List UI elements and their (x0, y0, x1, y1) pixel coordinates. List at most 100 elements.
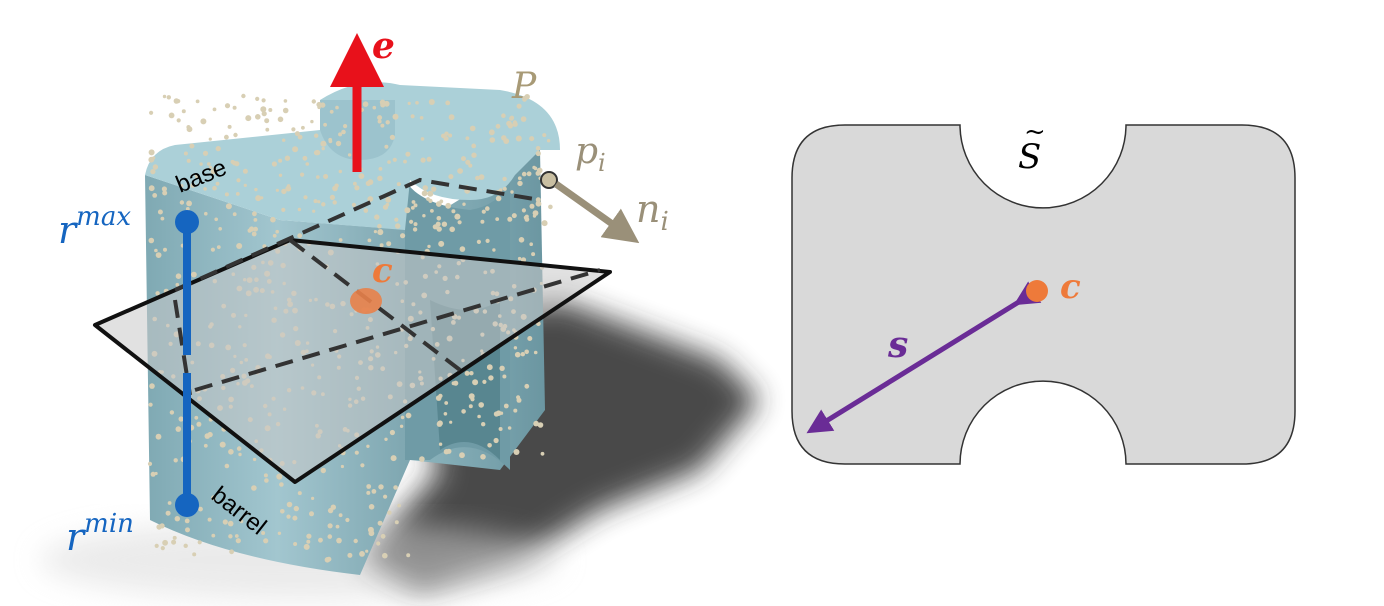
surface-point (152, 164, 159, 170)
surface-point (385, 202, 390, 207)
surface-point (314, 149, 321, 156)
surface-point (321, 146, 325, 151)
S-tilde-label: S (1018, 137, 1041, 177)
surface-point (469, 125, 476, 132)
surface-point (335, 524, 340, 529)
surface-point (516, 395, 521, 400)
surface-point (148, 237, 155, 244)
surface-point (513, 449, 520, 455)
surface-point (477, 414, 481, 419)
surface-point (453, 380, 459, 386)
surface-point (157, 209, 163, 215)
surface-point (149, 383, 155, 389)
surface-point (178, 416, 184, 422)
surface-point (444, 401, 449, 405)
surface-point (427, 244, 431, 249)
surface-point (445, 202, 452, 209)
surface-point (154, 248, 158, 253)
surface-point (366, 490, 371, 495)
r-max-point (175, 210, 199, 234)
surface-point (419, 116, 424, 120)
surface-point (277, 116, 284, 123)
center-label-3d: c (372, 251, 393, 291)
surface-point (248, 226, 255, 232)
surface-point (512, 120, 518, 125)
surface-point (517, 176, 522, 181)
surface-point (294, 131, 300, 137)
surface-point (222, 519, 228, 525)
surface-point (389, 429, 395, 436)
surface-point (179, 200, 185, 205)
surface-point (493, 411, 499, 417)
surface-point (152, 193, 158, 198)
surface-point (275, 229, 280, 234)
surface-point (488, 129, 495, 136)
surface-point (310, 119, 314, 124)
surface-point (480, 219, 485, 224)
surface-point (386, 241, 392, 247)
surface-point (449, 226, 456, 233)
surface-point (471, 143, 477, 149)
surface-point (441, 221, 448, 227)
center-point-3d (350, 288, 382, 314)
surface-point (154, 543, 159, 549)
surface-point (278, 173, 283, 177)
surface-point (270, 216, 276, 223)
surface-point (509, 116, 514, 121)
surface-point (503, 403, 509, 409)
p-i-sub: i (598, 149, 606, 177)
surface-point (377, 119, 382, 124)
surface-point (345, 517, 350, 523)
surface-point (421, 190, 428, 197)
surface-point (306, 533, 312, 539)
surface-point (485, 206, 490, 211)
surface-point (236, 243, 243, 249)
surface-point (529, 136, 535, 142)
surface-point (338, 513, 343, 518)
surface-point (208, 137, 212, 141)
surface-point (478, 402, 485, 408)
surface-point (532, 210, 539, 217)
surface-point (436, 216, 442, 221)
surface-point (353, 538, 358, 544)
surface-point (468, 393, 475, 400)
surface-point (227, 124, 232, 129)
p-i-label: pi (575, 131, 606, 177)
surface-point (347, 552, 353, 558)
surface-point (327, 534, 333, 539)
surface-point (353, 181, 357, 186)
surface-point (162, 94, 167, 99)
surface-point (148, 149, 155, 156)
surface-point (232, 160, 237, 166)
surface-point (430, 209, 434, 213)
surface-point (195, 99, 200, 104)
surface-point (438, 393, 443, 399)
surface-point (367, 526, 374, 533)
surface-point (334, 183, 339, 188)
surface-point (332, 200, 337, 205)
surface-point (302, 155, 308, 161)
surface-point (198, 506, 203, 512)
surface-point (155, 252, 162, 258)
surface-point (524, 383, 530, 389)
r-min-sup: min (84, 509, 134, 539)
surface-point (404, 207, 411, 214)
surface-point (396, 182, 401, 187)
surface-point (468, 163, 473, 168)
surface-point (535, 200, 542, 207)
surface-point (373, 230, 377, 234)
surface-point (265, 127, 270, 132)
surface-point (436, 226, 442, 232)
surface-point (300, 172, 305, 177)
surface-point (245, 115, 252, 122)
surface-point (501, 113, 506, 118)
surface-point (190, 183, 196, 188)
r-min-point (175, 493, 199, 517)
surface-point (174, 516, 180, 522)
surface-point (261, 111, 267, 117)
surface-point (385, 196, 392, 203)
surface-point (149, 110, 154, 115)
surface-point (362, 101, 369, 107)
surface-point (378, 484, 384, 490)
